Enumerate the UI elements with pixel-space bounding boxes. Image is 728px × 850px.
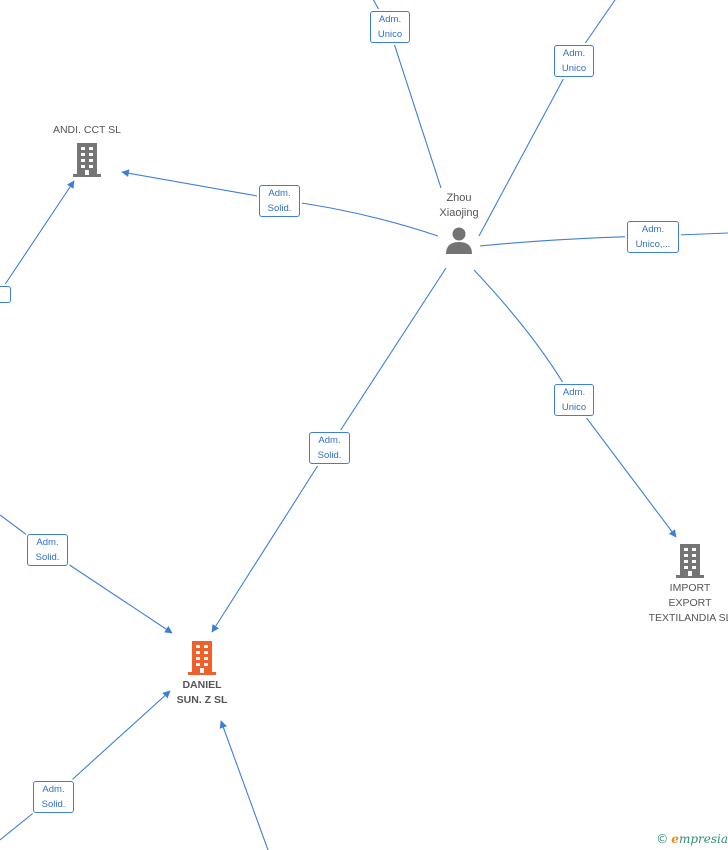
edge-label-line2: . — [0, 287, 7, 302]
edge-label-top-left[interactable]: Adm. Unico — [370, 11, 410, 43]
company-name-line3: TEXTILANDIA SL — [648, 612, 728, 624]
edge-label-line2: Unico — [561, 63, 587, 74]
edge-label-to-daniel[interactable]: Adm. Solid. — [309, 432, 350, 464]
company-name-line2: EXPORT — [668, 597, 712, 609]
building-icon — [188, 641, 216, 675]
edge-label-line1: Adm. — [318, 435, 341, 446]
edge-left-andi — [3, 180, 75, 287]
edge-label-line2: Unico — [561, 402, 587, 413]
edge-left-daniel — [0, 514, 173, 634]
edge-label-to-import[interactable]: Adm. Unico — [554, 384, 594, 416]
person-icon — [446, 227, 472, 254]
edge-label-to-andi[interactable]: Adm. Solid. — [259, 185, 300, 217]
edge-label-line2: Solid. — [317, 450, 342, 461]
person-node[interactable]: Zhou Xiaojing — [423, 191, 495, 255]
company-name-line1: DANIEL — [182, 679, 222, 691]
edge-label-line1: Adm. — [268, 188, 291, 199]
edge-label-right[interactable]: Adm. Unico,... — [627, 221, 679, 253]
edge-person-right — [479, 232, 728, 247]
edge-label-line1: Adm. — [36, 537, 59, 548]
person-name-line1: Zhou — [446, 192, 472, 204]
empresia-watermark: ©empresia — [656, 832, 728, 846]
company-node-import-export[interactable]: IMPORT EXPORT TEXTILANDIA SL — [640, 543, 728, 626]
copyright-symbol: © — [656, 832, 669, 846]
edge-label-line2: Solid. — [267, 203, 292, 214]
company-name-line2: SUN. Z SL — [176, 694, 228, 706]
edge-bottomleft-daniel — [0, 690, 171, 841]
edge-label-line1: Adm. — [641, 224, 665, 235]
edge-label-bottom-left-daniel[interactable]: Adm. Solid. — [33, 781, 74, 813]
edge-label-left-stub[interactable]: . — [0, 286, 11, 303]
edge-person-top-right — [478, 0, 616, 237]
building-icon — [73, 143, 101, 177]
building-icon — [676, 544, 704, 578]
edge-label-top-right[interactable]: Adm. Unico — [554, 45, 594, 77]
edge-label-line1: Adm. — [378, 14, 402, 25]
edge-label-line1: Adm. — [562, 48, 586, 59]
edge-label-line2: Solid. — [41, 799, 66, 810]
edge-label-left-daniel[interactable]: Adm. Solid. — [27, 534, 68, 566]
person-name-line2: Xiaojing — [439, 207, 479, 219]
edge-label-line1: Adm. — [42, 784, 65, 795]
edge-label-line2: Unico,... — [635, 239, 671, 250]
company-node-andi[interactable]: ANDI. CCT SL — [36, 123, 138, 178]
edge-label-line1: Adm. — [562, 387, 586, 398]
company-name: ANDI. CCT SL — [52, 124, 122, 136]
brand-e: e — [671, 832, 679, 846]
company-node-daniel[interactable]: DANIEL SUN. Z SL — [150, 640, 254, 708]
edge-label-line2: Solid. — [35, 552, 60, 563]
edge-label-line2: Unico — [377, 29, 403, 40]
company-name-line1: IMPORT — [669, 582, 711, 594]
edge-bottom-daniel — [219, 720, 269, 850]
brand-rest: mpresia — [678, 832, 728, 846]
